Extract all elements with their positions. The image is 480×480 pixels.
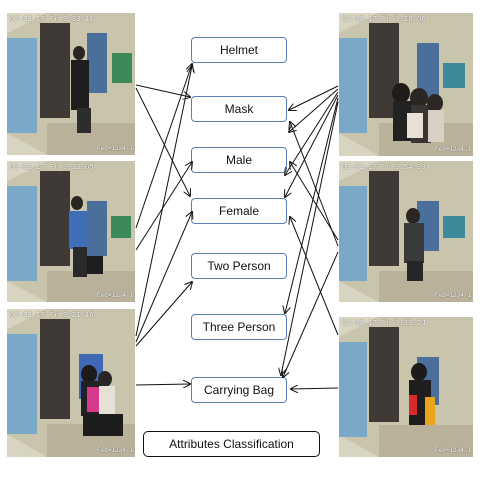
arrow-tl-to-female (135, 87, 190, 196)
arrow-ml-to-male (135, 162, 192, 251)
arrow-br-to-female (290, 217, 339, 336)
frame-timestamp: 03-03-17 Fr 3:13:05 (10, 163, 94, 171)
arrow-tr-to-female-b (285, 94, 339, 197)
cctv-scene-image (7, 13, 135, 155)
cctv-frame-top-right: 03-03-17 Fr 3:28:06 Fed=1234-1 (339, 13, 473, 156)
attribute-mask: Mask (191, 96, 287, 122)
arrow-tr-to-female-a (285, 91, 339, 175)
cctv-scene-image (339, 161, 473, 302)
attribute-helmet: Helmet (191, 37, 287, 63)
diagram-caption: Attributes Classification (143, 431, 320, 457)
frame-camera-id: Fed=1234-1 (96, 292, 133, 299)
arrow-bl-to-female (135, 212, 192, 343)
frame-camera-id: Fed=1234-1 (434, 292, 471, 299)
arrow-mr-to-mask (290, 122, 339, 247)
attribute-female: Female (191, 198, 287, 224)
attribute-male: Male (191, 147, 287, 173)
arrow-bl-to-helmet (135, 66, 192, 337)
cctv-scene-image (7, 309, 135, 457)
arrow-tr-to-carrying-bag (281, 101, 339, 375)
frame-camera-id: Fed=1234-1 (96, 447, 133, 454)
cctv-frame-bottom-right: 03-03-17 Fr 3:33:24 Fed=1234-1 (339, 317, 473, 457)
frame-timestamp: 03-03-17 Fr 3:33:24 (342, 319, 426, 327)
cctv-frame-middle-right: 03-03-17 Fr 3:54:33 Fed=1234-1 (339, 161, 473, 302)
frame-timestamp: 03-03-17 Fr 3:28:06 (342, 15, 426, 23)
arrow-tr-to-male (289, 88, 339, 132)
frame-timestamp: 03-03-17 Fr 3:21:46 (10, 311, 94, 319)
frame-timestamp: 03-03-17 Fr 3:54:33 (342, 163, 426, 171)
attribute-carrying-bag: Carrying Bag (191, 377, 287, 403)
cctv-frame-bottom-left: 03-03-17 Fr 3:21:46 Fed=1234-1 (7, 309, 135, 457)
arrow-bl-to-two-person (135, 282, 192, 347)
attribute-two-person: Two Person (191, 253, 287, 279)
frame-camera-id: Fed=1234-1 (434, 447, 471, 454)
arrow-ml-to-helmet (135, 64, 192, 229)
cctv-scene-image (339, 13, 473, 156)
cctv-scene-image (7, 161, 135, 302)
arrow-mr-to-male (290, 162, 339, 241)
arrow-br-to-carrying-bag (291, 388, 339, 389)
frame-camera-id: Fed=1234-1 (96, 145, 133, 152)
arrow-tl-to-mask (135, 84, 190, 97)
attribute-three-person: Three Person (191, 314, 287, 340)
arrow-bl-to-carrying-bag (135, 384, 190, 385)
cctv-scene-image (339, 317, 473, 457)
frame-camera-id: Fed=1234-1 (434, 146, 471, 153)
arrow-mr-to-carrying-bag (283, 251, 339, 377)
arrow-tr-to-mask (289, 85, 339, 110)
frame-timestamp: 03-03-17 Fr 3:33:41 (10, 15, 94, 23)
cctv-frame-top-left: 03-03-17 Fr 3:33:41 Fed=1234-1 (7, 13, 135, 155)
cctv-frame-middle-left: 03-03-17 Fr 3:13:05 Fed=1234-1 (7, 161, 135, 302)
arrow-tr-to-three-person (285, 97, 339, 313)
